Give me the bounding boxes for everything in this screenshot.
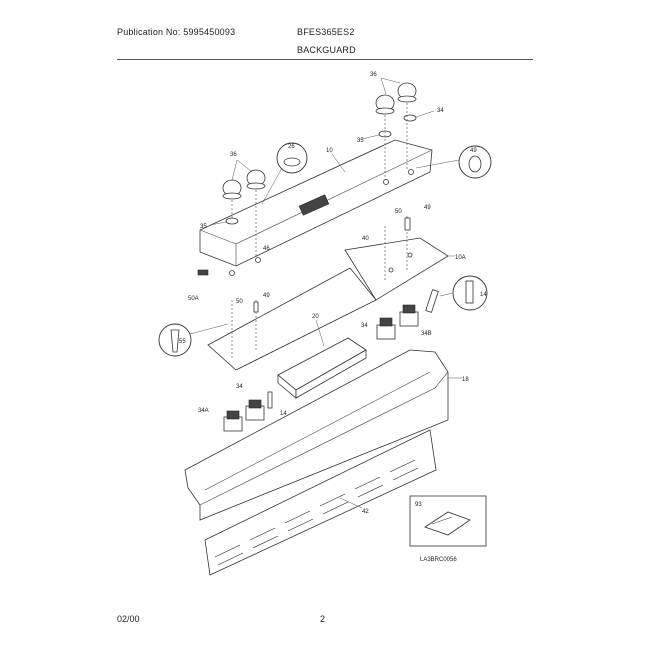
callout-49-knob-cap bbox=[415, 145, 492, 179]
callout-55-clip bbox=[158, 323, 229, 357]
backguard-frame-18 bbox=[184, 349, 462, 521]
switch-34-right bbox=[376, 317, 396, 340]
label-10a: 10A bbox=[455, 255, 466, 261]
label-50a: 50A bbox=[188, 296, 199, 302]
label-34b: 34B bbox=[421, 331, 432, 337]
switch-34-left bbox=[245, 399, 265, 421]
label-26: 26 bbox=[288, 144, 295, 150]
label-46: 46 bbox=[263, 246, 270, 252]
label-50-left: 50 bbox=[236, 299, 243, 305]
backguard-panel bbox=[197, 139, 433, 276]
publication-number: Publication No: 5995450093 bbox=[117, 27, 236, 37]
model-number: BFES365ES2 bbox=[297, 27, 355, 37]
label-18: 18 bbox=[462, 377, 469, 383]
label-35-top: 35 bbox=[357, 138, 364, 144]
label-55: 55 bbox=[179, 339, 186, 345]
header-rule bbox=[117, 59, 533, 60]
label-35-left: 35 bbox=[200, 224, 207, 230]
label-42: 42 bbox=[362, 509, 369, 515]
label-36-left: 36 bbox=[230, 152, 237, 158]
control-panel-10a bbox=[207, 237, 455, 371]
label-10: 10 bbox=[326, 148, 333, 154]
label-49-left: 49 bbox=[263, 293, 270, 299]
image-code: LA3BRC0056 bbox=[420, 557, 457, 563]
knob-pair-left bbox=[209, 103, 408, 256]
label-49-callout: 49 bbox=[470, 148, 477, 154]
vent-trim-42 bbox=[204, 429, 437, 576]
label-34-left: 34 bbox=[236, 384, 243, 390]
page-number: 2 bbox=[320, 614, 326, 624]
knob-ring-35-top bbox=[361, 130, 392, 140]
label-34-top: 34 bbox=[437, 108, 444, 114]
label-20: 20 bbox=[312, 314, 319, 320]
label-49-right: 49 bbox=[424, 205, 431, 211]
label-36-top: 36 bbox=[370, 72, 377, 78]
screws bbox=[231, 216, 411, 360]
callout-26-badge bbox=[261, 142, 308, 205]
label-34a: 34A bbox=[198, 408, 209, 414]
inset-93-board bbox=[409, 495, 487, 547]
label-14-left: 14 bbox=[280, 411, 287, 417]
section-title: BACKGUARD bbox=[297, 45, 356, 55]
sensor-14-right bbox=[425, 289, 439, 313]
label-93: 93 bbox=[415, 502, 422, 508]
knob-ring-34 bbox=[403, 110, 435, 122]
label-34-right: 34 bbox=[361, 323, 368, 329]
callout-14-sensor bbox=[439, 275, 488, 311]
footer-date: 02/00 bbox=[117, 614, 140, 624]
label-50-right: 50 bbox=[395, 209, 402, 215]
label-40: 40 bbox=[362, 236, 369, 242]
label-14-callout: 14 bbox=[480, 292, 487, 298]
switch-34b bbox=[399, 304, 419, 327]
switch-34a bbox=[223, 410, 243, 432]
knob-pair-top-right bbox=[375, 77, 417, 115]
sensor-14-left bbox=[267, 391, 273, 409]
control-board-20 bbox=[277, 319, 367, 399]
